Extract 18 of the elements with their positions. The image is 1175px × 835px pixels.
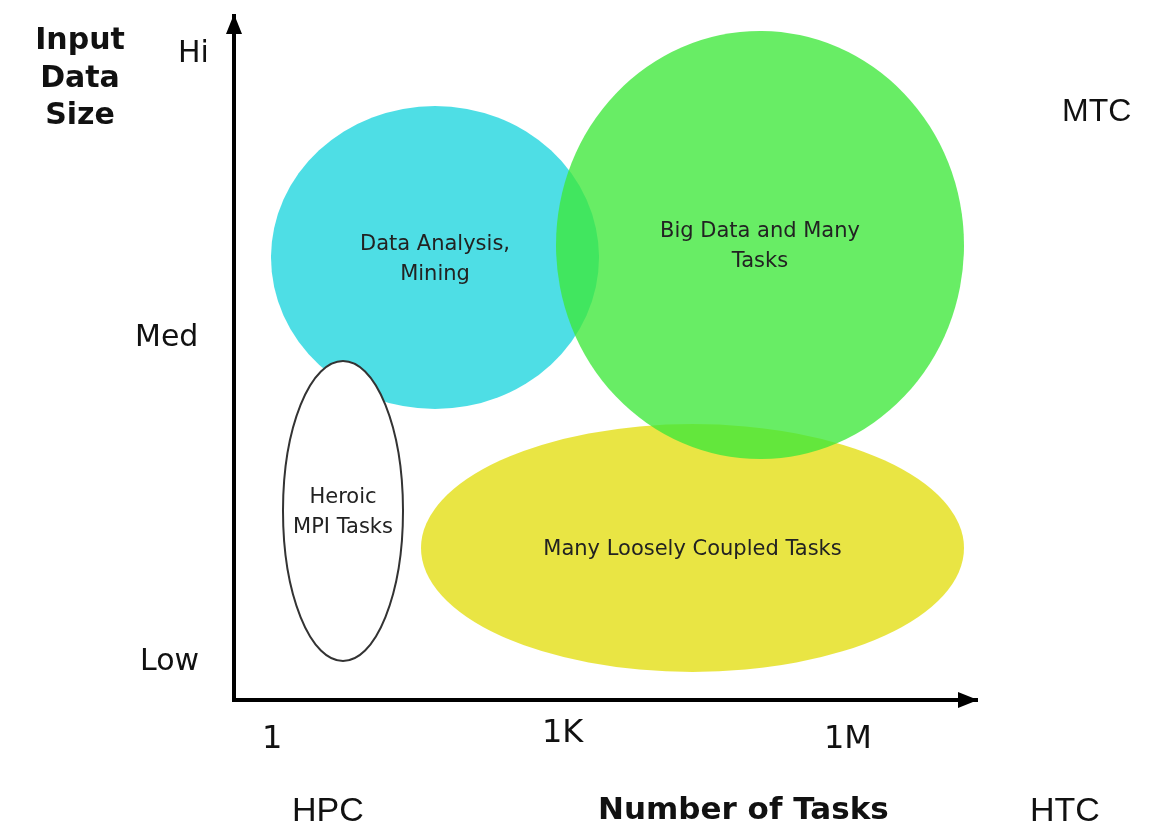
region-label: Data Analysis, Mining bbox=[360, 229, 510, 287]
ellipse-region bbox=[420, 423, 965, 673]
category-label: HPC bbox=[292, 790, 364, 829]
tick-label: 1K bbox=[542, 712, 584, 750]
ellipse-region bbox=[282, 360, 404, 662]
axis-title: Number of Tasks bbox=[598, 790, 889, 826]
tick-label: Hi bbox=[178, 34, 209, 69]
ellipse-region bbox=[555, 30, 965, 460]
tick-label: Med bbox=[135, 318, 199, 353]
axis-title: Input Data Size bbox=[34, 20, 126, 133]
category-label: MTC bbox=[1062, 92, 1132, 129]
tick-label: Low bbox=[140, 642, 200, 677]
region-label: Many Loosely Coupled Tasks bbox=[542, 534, 843, 562]
region-label: Big Data and Many Tasks bbox=[659, 216, 861, 274]
tick-label: 1 bbox=[262, 718, 283, 756]
category-label: HTC bbox=[1030, 790, 1100, 829]
region-label: Heroic MPI Tasks bbox=[293, 482, 393, 540]
tick-label: 1M bbox=[824, 718, 872, 756]
